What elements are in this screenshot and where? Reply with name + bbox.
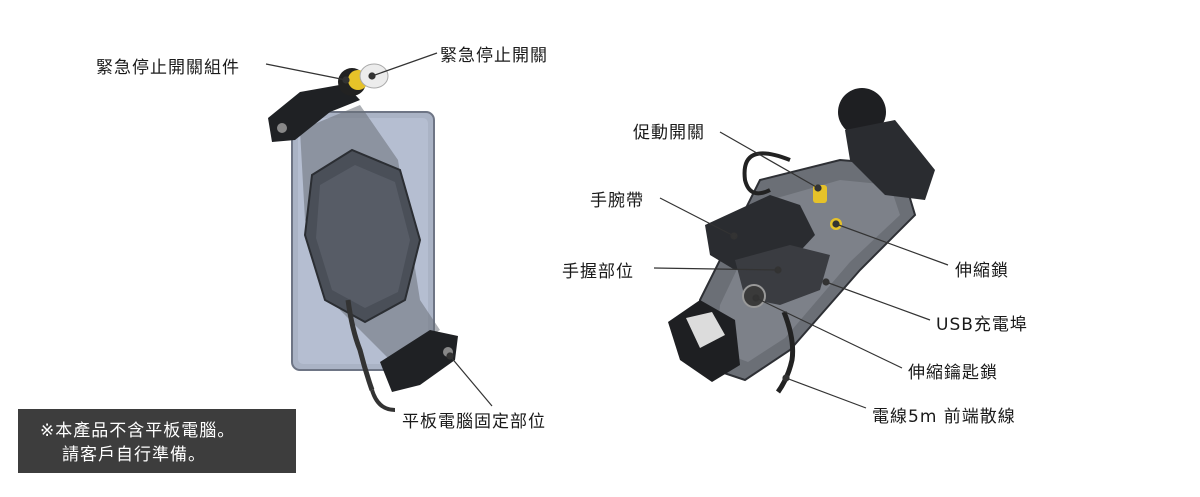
label-tablet-mount: 平板電腦固定部位	[402, 412, 546, 432]
notice-box: ※本產品不含平板電腦。 請客戶自行準備。	[18, 409, 296, 473]
label-telescopic-key-lock: 伸縮鑰匙鎖	[908, 363, 998, 383]
label-enable-switch: 促動開關	[633, 123, 705, 143]
label-estop-assembly: 緊急停止開關組件	[96, 58, 240, 78]
label-wrist-strap: 手腕帶	[590, 191, 644, 211]
label-usb-port: USB充電埠	[936, 315, 1028, 335]
notice-line-1: ※本產品不含平板電腦。	[40, 421, 236, 441]
notice-line-2: 請客戶自行準備。	[62, 445, 206, 465]
label-grip: 手握部位	[562, 262, 634, 282]
label-estop-switch: 緊急停止開關	[440, 46, 548, 66]
label-telescopic-lock: 伸縮鎖	[955, 261, 1009, 281]
label-cable: 電線5m 前端散線	[872, 407, 1016, 427]
